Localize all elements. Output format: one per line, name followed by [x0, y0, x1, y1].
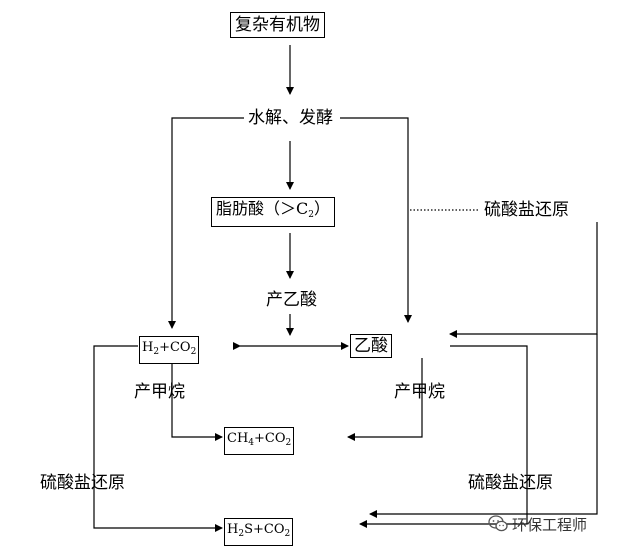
arrow-acetic-to-h2s	[359, 345, 528, 528]
label-sulfate-reduction-left: 硫酸盐还原	[40, 473, 125, 493]
node-hydrolysis: 水解、发酵	[248, 108, 333, 128]
watermark: 环保工程师	[484, 512, 614, 538]
node-h2s-co2: H2S+CO2	[224, 518, 294, 546]
arrow-hydrolysis-to-h2	[168, 117, 244, 329]
node-fatty-acid-sub: 2	[308, 210, 314, 220]
arrow-sulfate-to-h2s	[369, 334, 598, 518]
arrow-h2-to-ch4	[171, 360, 223, 441]
node-fatty-acid: 脂肪酸（＞C2）	[211, 197, 335, 227]
label-methanogenesis-left: 产甲烷	[134, 382, 185, 402]
label-sulfate-reduction-right: 硫酸盐还原	[468, 473, 553, 493]
wechat-icon	[488, 515, 508, 532]
node-complex-organics-label: 复杂有机物	[235, 15, 320, 35]
arrow-sulfate-to-acetic	[449, 222, 598, 338]
watermark-text: 环保工程师	[512, 517, 588, 534]
node-fatty-acid-label: 脂肪酸（＞C	[216, 199, 309, 218]
node-acetic-acid: 乙酸	[350, 334, 392, 358]
node-complex-organics: 复杂有机物	[230, 12, 325, 38]
node-fatty-acid-close: ）	[313, 199, 330, 218]
node-ch4-co2: CH4+CO2	[224, 427, 295, 455]
label-methanogenesis-right: 产甲烷	[394, 382, 445, 402]
node-acetic-acid-label: 乙酸	[354, 336, 388, 356]
label-sulfate-reduction-top: 硫酸盐还原	[484, 200, 569, 220]
arrow-hydrolysis-to-acetic	[340, 117, 412, 323]
node-acetogenesis: 产乙酸	[266, 290, 317, 310]
node-h2-co2: H2+CO2	[139, 336, 200, 364]
arrow-h2-to-h2s	[93, 345, 223, 532]
arrow-acetic-to-ch4	[347, 358, 423, 441]
